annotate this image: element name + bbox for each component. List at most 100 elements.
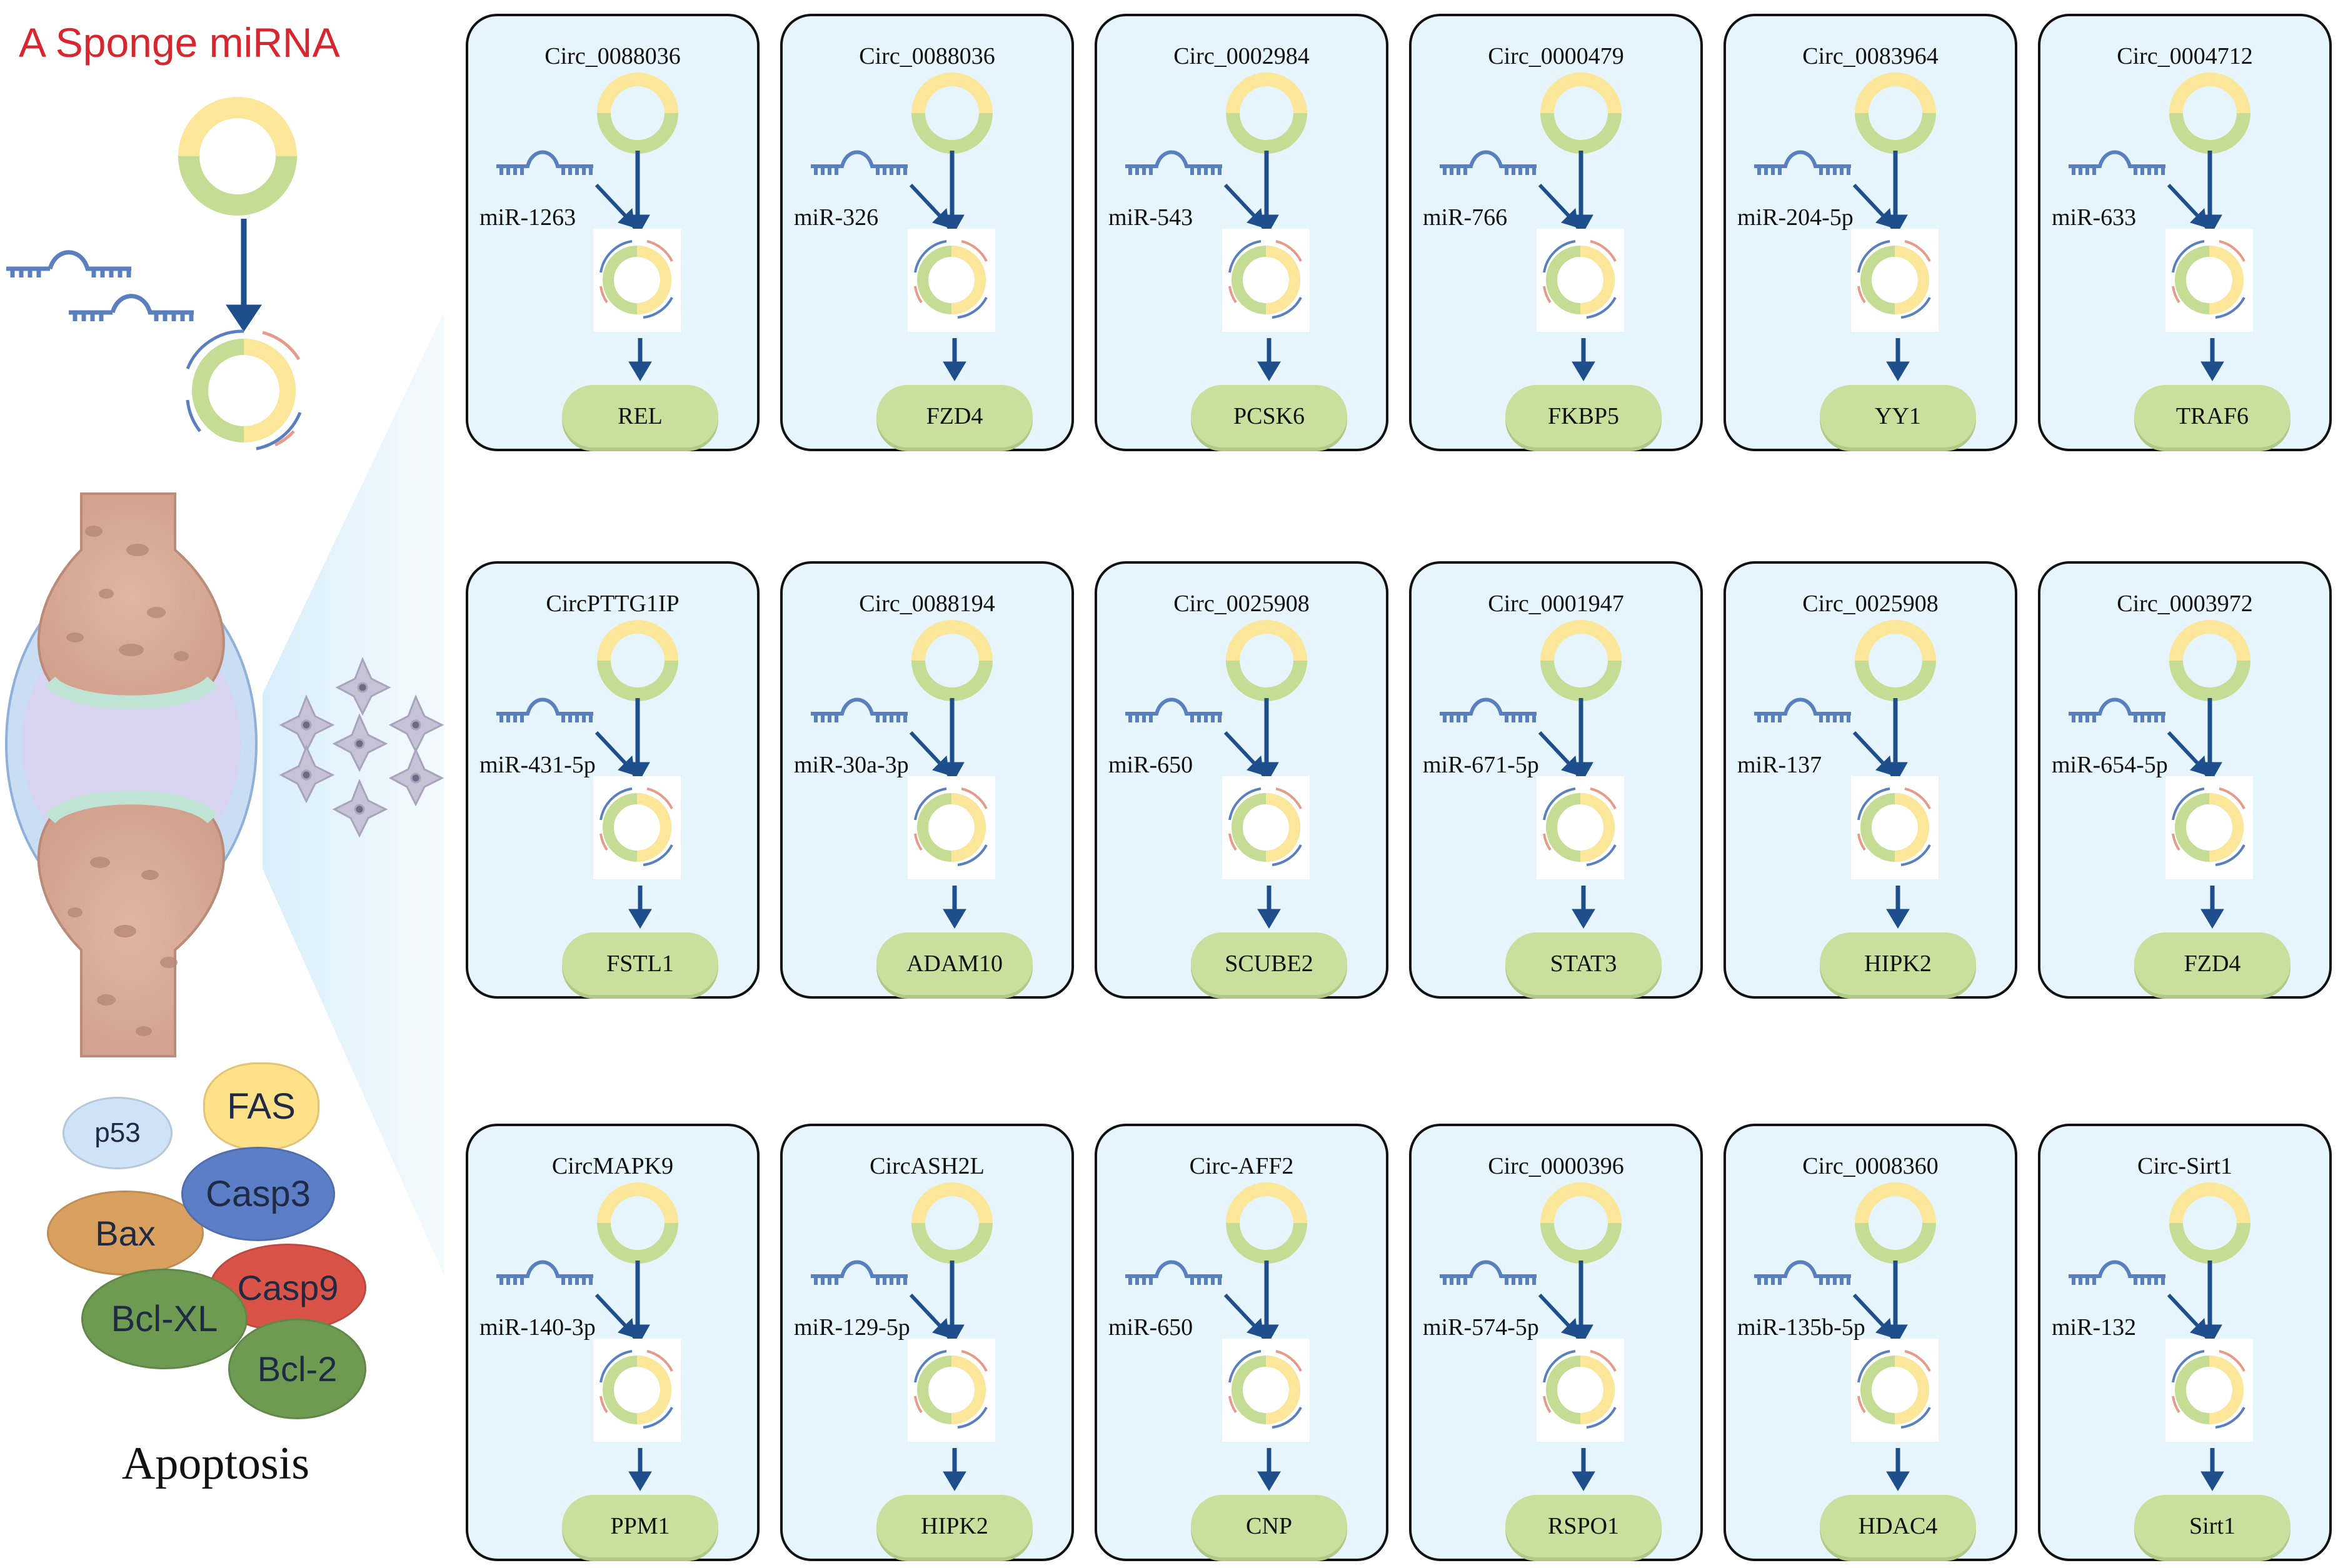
- circrna-axis-card-5: Circ_0083964 miR-204-5p YY1: [1723, 14, 2017, 451]
- target-gene: ADAM10: [876, 932, 1033, 995]
- binding-arrow: [595, 151, 650, 237]
- circrna-mirna-complex-icon: [1537, 776, 1624, 879]
- sponge-overview-panel: A Sponge miRNA: [0, 0, 450, 1568]
- axis-diagram: [2069, 1182, 2253, 1491]
- regulation-arrow: [943, 338, 966, 381]
- axis-diagram: [496, 1182, 681, 1491]
- circrna-mirna-complex-icon: [1851, 1339, 1939, 1442]
- circrna-axis-card-1: Circ_0088036 miR-1263 REL: [466, 14, 760, 451]
- target-gene: RSPO1: [1505, 1495, 1662, 1557]
- mirna-icon: [1440, 150, 1537, 175]
- circrna-name: Circ_0000479: [1488, 43, 1624, 69]
- binding-arrow: [595, 1261, 650, 1347]
- mirna-name: miR-132: [2052, 1314, 2137, 1341]
- mirna-icon: [2069, 150, 2165, 175]
- mirna-name: miR-543: [1108, 204, 1193, 231]
- mirna-icon: [1754, 150, 1851, 175]
- axis-diagram: [1754, 1182, 1939, 1491]
- mirna-name: miR-30a-3p: [794, 752, 909, 778]
- mirna-name: miR-431-5p: [479, 752, 596, 778]
- circrna-mirna-complex-icon: [593, 776, 681, 879]
- circrna-icon: [2169, 1182, 2250, 1264]
- binding-arrow: [595, 698, 650, 785]
- circrna-mirna-complex-icon: [1222, 1339, 1310, 1442]
- circrna-axis-card-18: Circ-Sirt1 miR-132 Sirt1: [2038, 1124, 2332, 1561]
- target-gene: PPM1: [562, 1495, 718, 1557]
- mirna-icon: [811, 1260, 908, 1285]
- binding-arrow: [2167, 698, 2222, 785]
- mirna-icon: [1440, 697, 1537, 722]
- regulation-arrow: [1257, 338, 1281, 381]
- target-gene: FKBP5: [1505, 385, 1662, 447]
- binding-arrow: [909, 1261, 965, 1347]
- regulation-arrow: [943, 1448, 966, 1491]
- mirna-icon: [1754, 1260, 1851, 1285]
- circrna-axis-card-14: CircASH2L miR-129-5p HIPK2: [780, 1124, 1074, 1561]
- circrna-icon: [1226, 620, 1307, 701]
- bcl2-bubble: Bcl-2: [228, 1319, 366, 1419]
- circrna-name: Circ_0083964: [1802, 43, 1939, 69]
- circrna-name: Circ_0004712: [2117, 43, 2253, 69]
- axis-diagram: [1754, 620, 1939, 929]
- target-gene: YY1: [1820, 385, 1976, 447]
- mirna-icon: [496, 150, 593, 175]
- mirna-icon: [496, 697, 593, 722]
- mirna-name: miR-574-5p: [1423, 1314, 1539, 1341]
- target-gene: Sirt1: [2134, 1495, 2290, 1557]
- mirna-icon: [811, 150, 908, 175]
- circrna-icon: [1540, 1182, 1622, 1264]
- mirna-name: miR-140-3p: [479, 1314, 596, 1341]
- mirna-name: miR-1263: [479, 204, 576, 231]
- circrna-axis-card-11: Circ_0025908 miR-137 HIPK2: [1723, 561, 2017, 999]
- mirna-name: miR-650: [1108, 752, 1193, 778]
- target-gene: CNP: [1191, 1495, 1347, 1557]
- left-illustration: [5, 97, 444, 1275]
- circrna-name: Circ_0088194: [859, 591, 995, 617]
- circrna-axis-card-17: Circ_0008360 miR-135b-5p HDAC4: [1723, 1124, 2017, 1561]
- circrna-icon: [1226, 1182, 1307, 1264]
- mirna-icon: [1125, 697, 1222, 722]
- axis-diagram: [1440, 620, 1624, 929]
- circrna-icon: [2169, 620, 2250, 701]
- mirna-icon: [2069, 697, 2165, 722]
- regulation-arrow: [628, 886, 652, 929]
- circrna-icon: [1540, 620, 1622, 701]
- mirna-name: miR-650: [1108, 1314, 1193, 1341]
- circrna-name: Circ_0008360: [1802, 1153, 1939, 1179]
- binding-arrow: [1223, 698, 1279, 785]
- circrna-mirna-complex-icon: [1537, 1339, 1624, 1442]
- binding-arrow: [1852, 698, 1908, 785]
- target-gene: FSTL1: [562, 932, 718, 995]
- fas-bubble: FAS: [203, 1062, 319, 1151]
- circrna-axis-card-15: Circ-AFF2 miR-650 CNP: [1095, 1124, 1388, 1561]
- circrna-mirna-complex-icon: [593, 1339, 681, 1442]
- regulation-arrow: [1257, 1448, 1281, 1491]
- regulation-arrow: [2200, 1448, 2224, 1491]
- binding-arrow: [909, 151, 965, 237]
- circrna-mirna-complex-icon: [2165, 229, 2253, 332]
- axis-diagram: [2069, 620, 2253, 929]
- mirna-name: miR-135b-5p: [1737, 1314, 1865, 1341]
- circrna-name: CircMAPK9: [551, 1153, 674, 1179]
- circrna-name: Circ_0003972: [2117, 591, 2253, 617]
- circrna-icon: [597, 620, 678, 701]
- circrna-name: Circ_0001947: [1488, 591, 1624, 617]
- regulation-arrow: [2200, 886, 2224, 929]
- circrna-mirna-complex-icon: [1222, 776, 1310, 879]
- binding-arrow: [1852, 1261, 1908, 1347]
- circrna-icon: [1855, 620, 1936, 701]
- circrna-icon: [597, 72, 678, 154]
- mirna-icon: [1754, 697, 1851, 722]
- axis-diagram: [496, 620, 681, 929]
- mirna-icon: [1125, 150, 1222, 175]
- binding-arrow: [2167, 1261, 2222, 1347]
- regulation-arrow: [1257, 886, 1281, 929]
- circrna-mirna-complex-icon: [1222, 229, 1310, 332]
- circrna-axis-card-16: Circ_0000396 miR-574-5p RSPO1: [1409, 1124, 1703, 1561]
- circrna-axis-card-4: Circ_0000479 miR-766 FKBP5: [1409, 14, 1703, 451]
- regulation-arrow: [628, 1448, 652, 1491]
- axis-diagram: [811, 620, 995, 929]
- mirna-icon: [1125, 1260, 1222, 1285]
- chondrocyte-cells: [279, 657, 444, 838]
- circrna-axis-card-8: Circ_0088194 miR-30a-3p ADAM10: [780, 561, 1074, 999]
